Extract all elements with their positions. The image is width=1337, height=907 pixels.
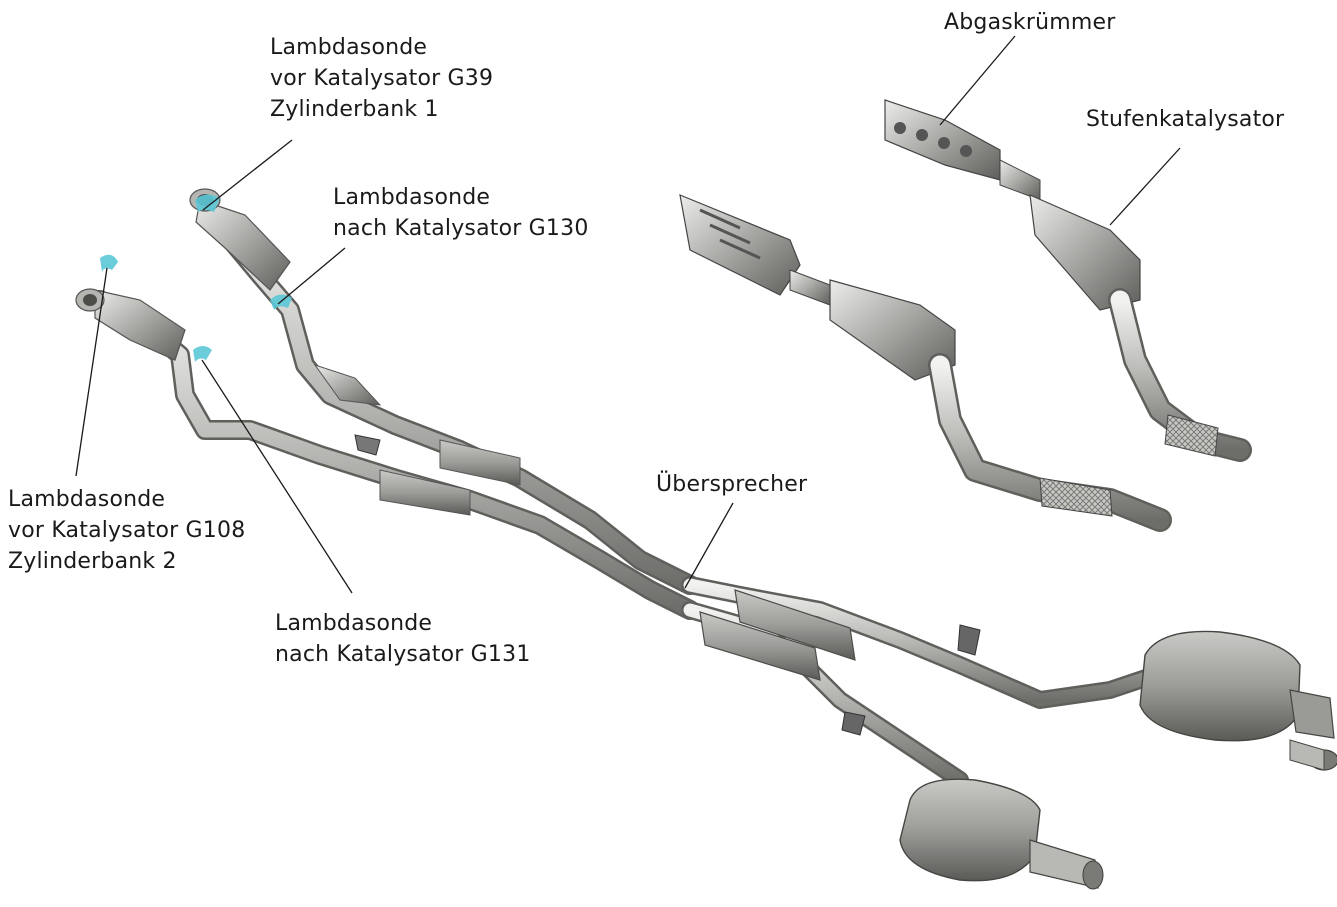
- inset-manifolds: [680, 100, 1240, 520]
- label-uebersprecher: Übersprecher: [656, 469, 807, 500]
- leader-g130: [278, 248, 345, 304]
- label-g130-line2: nach Katalysator G130: [333, 213, 589, 244]
- label-g108-line1: Lambdasonde: [8, 484, 245, 515]
- leader-g39: [203, 140, 292, 210]
- label-g131-line2: nach Katalysator G131: [275, 639, 531, 670]
- center-silencers: [700, 590, 855, 680]
- label-g108-line3: Zylinderbank 2: [8, 546, 245, 577]
- label-stufenkatalysator-text: Stufenkatalysator: [1086, 104, 1284, 135]
- rear-muffler-right: [1140, 631, 1337, 770]
- label-g131-line1: Lambdasonde: [275, 608, 531, 639]
- leader-abgaskruemmer: [940, 36, 1015, 125]
- label-g39-line1: Lambdasonde: [270, 32, 493, 63]
- label-g108-line2: vor Katalysator G108: [8, 515, 245, 546]
- rear-muffler-left: [900, 779, 1103, 889]
- label-lambda-g39: Lambdasonde vor Katalysator G39 Zylinder…: [270, 32, 493, 125]
- label-g39-line3: Zylinderbank 1: [270, 94, 493, 125]
- label-abgaskruemmer-text: Abgaskrümmer: [944, 7, 1116, 38]
- leader-uebersprecher: [685, 503, 733, 588]
- label-lambda-g130: Lambdasonde nach Katalysator G130: [333, 182, 589, 244]
- main-exhaust-assembly: [76, 189, 1337, 889]
- label-stufenkatalysator: Stufenkatalysator: [1086, 104, 1284, 135]
- leader-stufenkatalysator: [1110, 148, 1180, 225]
- label-uebersprecher-text: Übersprecher: [656, 469, 807, 500]
- label-g39-line2: vor Katalysator G39: [270, 63, 493, 94]
- bank1-downpipe: [190, 189, 690, 585]
- label-g130-line1: Lambdasonde: [333, 182, 589, 213]
- label-abgaskruemmer: Abgaskrümmer: [944, 7, 1116, 38]
- label-lambda-g108: Lambdasonde vor Katalysator G108 Zylinde…: [8, 484, 245, 577]
- label-lambda-g131: Lambdasonde nach Katalysator G131: [275, 608, 531, 670]
